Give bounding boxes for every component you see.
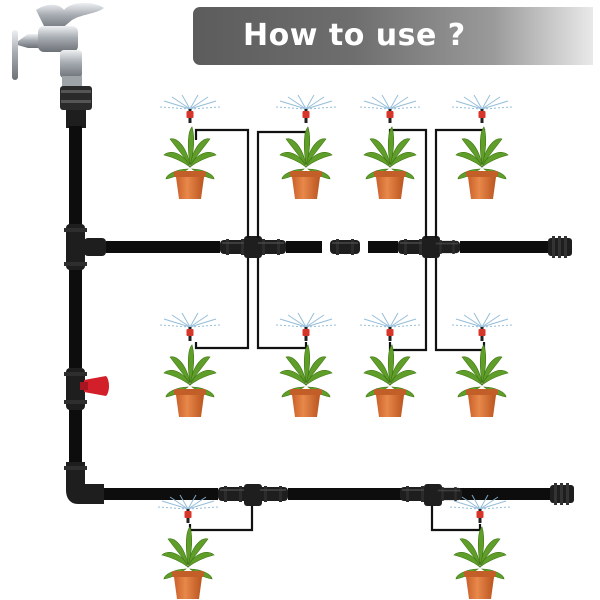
potted-plant-icon — [159, 94, 221, 200]
lower-branch-pipe — [104, 488, 552, 500]
upper-branch-pipe — [106, 241, 550, 253]
elbow-connector — [64, 462, 104, 504]
potted-plant-icon — [157, 494, 219, 600]
cross-connector-left — [220, 236, 286, 258]
main-pipe — [69, 126, 82, 466]
drip-tubes-lower — [188, 506, 482, 532]
potted-plant-icon — [451, 312, 513, 418]
potted-plant-icon — [451, 94, 513, 200]
valve-icon[interactable] — [64, 368, 109, 410]
end-plug-icon — [548, 236, 572, 258]
potted-plant-icon — [159, 312, 221, 418]
potted-plant-icon — [359, 312, 421, 418]
tee-connector-lower-left — [218, 484, 288, 506]
tee-connector-icon — [64, 224, 106, 270]
banner-title: How to use ? — [243, 18, 466, 53]
faucet-icon — [12, 2, 104, 128]
end-plug-icon — [550, 483, 574, 505]
cross-connector-right — [398, 236, 460, 258]
potted-plant-icon — [275, 94, 337, 200]
tee-connector-lower-right — [400, 484, 462, 506]
title-banner: How to use ? — [193, 7, 593, 65]
coupler — [330, 239, 360, 255]
potted-plant-icon — [359, 94, 421, 200]
potted-plant-icon — [449, 494, 511, 600]
potted-plant-icon — [275, 312, 337, 418]
